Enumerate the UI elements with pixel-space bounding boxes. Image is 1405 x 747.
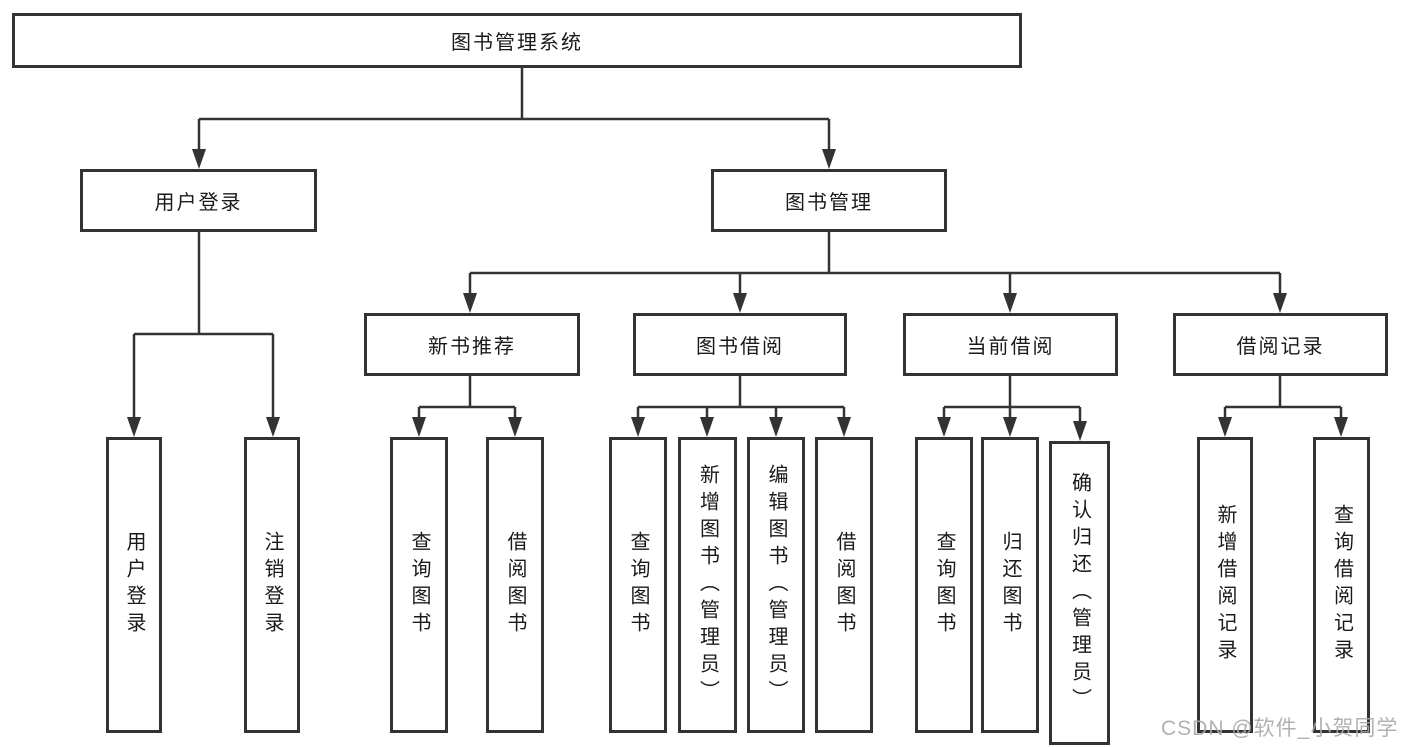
leaf-add-books-admin: 新增图书（管理员） [678, 437, 737, 733]
leaf-label: 编辑图书（管理员） [765, 463, 787, 707]
node-label: 图书管理 [785, 192, 873, 214]
leaf-edit-books-admin: 编辑图书（管理员） [747, 437, 805, 733]
node-borrow-records: 借阅记录 [1173, 313, 1388, 376]
leaf-return-books: 归还图书 [981, 437, 1039, 733]
watermark: CSDN @软件_小贺同学 [1161, 717, 1399, 740]
leaf-label: 借阅图书 [504, 531, 526, 639]
leaf-label: 确认归还（管理员） [1068, 471, 1091, 715]
leaf-user-login: 用户登录 [106, 437, 162, 733]
node-label: 图书借阅 [696, 336, 784, 358]
leaf-query-books-current: 查询图书 [915, 437, 973, 733]
node-root-label: 图书管理系统 [451, 32, 583, 54]
node-label: 借阅记录 [1236, 336, 1325, 358]
leaf-query-borrow-record: 查询借阅记录 [1313, 437, 1370, 733]
leaf-confirm-return-admin: 确认归还（管理员） [1049, 441, 1110, 745]
node-label: 新书推荐 [428, 336, 516, 358]
node-current-borrow: 当前借阅 [903, 313, 1118, 376]
leaf-label: 借阅图书 [833, 531, 855, 639]
leaf-label: 注销登录 [261, 531, 283, 639]
leaf-label: 查询图书 [933, 531, 955, 639]
leaf-label: 归还图书 [999, 531, 1021, 639]
leaf-borrow-books-recommend: 借阅图书 [486, 437, 544, 733]
leaf-label: 查询图书 [627, 531, 649, 639]
leaf-borrow-books: 借阅图书 [815, 437, 873, 733]
leaf-add-borrow-record: 新增借阅记录 [1197, 437, 1253, 733]
leaf-query-books-borrow: 查询图书 [609, 437, 667, 733]
leaf-query-books-recommend: 查询图书 [390, 437, 448, 733]
node-user-login: 用户登录 [80, 169, 317, 232]
node-book-management: 图书管理 [711, 169, 947, 232]
leaf-label: 新增借阅记录 [1214, 504, 1236, 666]
node-label: 当前借阅 [966, 336, 1055, 358]
leaf-label: 新增图书（管理员） [696, 463, 719, 707]
leaf-label: 用户登录 [123, 531, 145, 639]
node-new-book-recommend: 新书推荐 [364, 313, 580, 376]
leaf-label: 查询借阅记录 [1330, 504, 1353, 666]
node-book-borrow: 图书借阅 [633, 313, 847, 376]
node-root: 图书管理系统 [12, 13, 1022, 68]
leaf-logout: 注销登录 [244, 437, 300, 733]
node-label: 用户登录 [154, 192, 243, 214]
leaf-label: 查询图书 [408, 531, 430, 639]
